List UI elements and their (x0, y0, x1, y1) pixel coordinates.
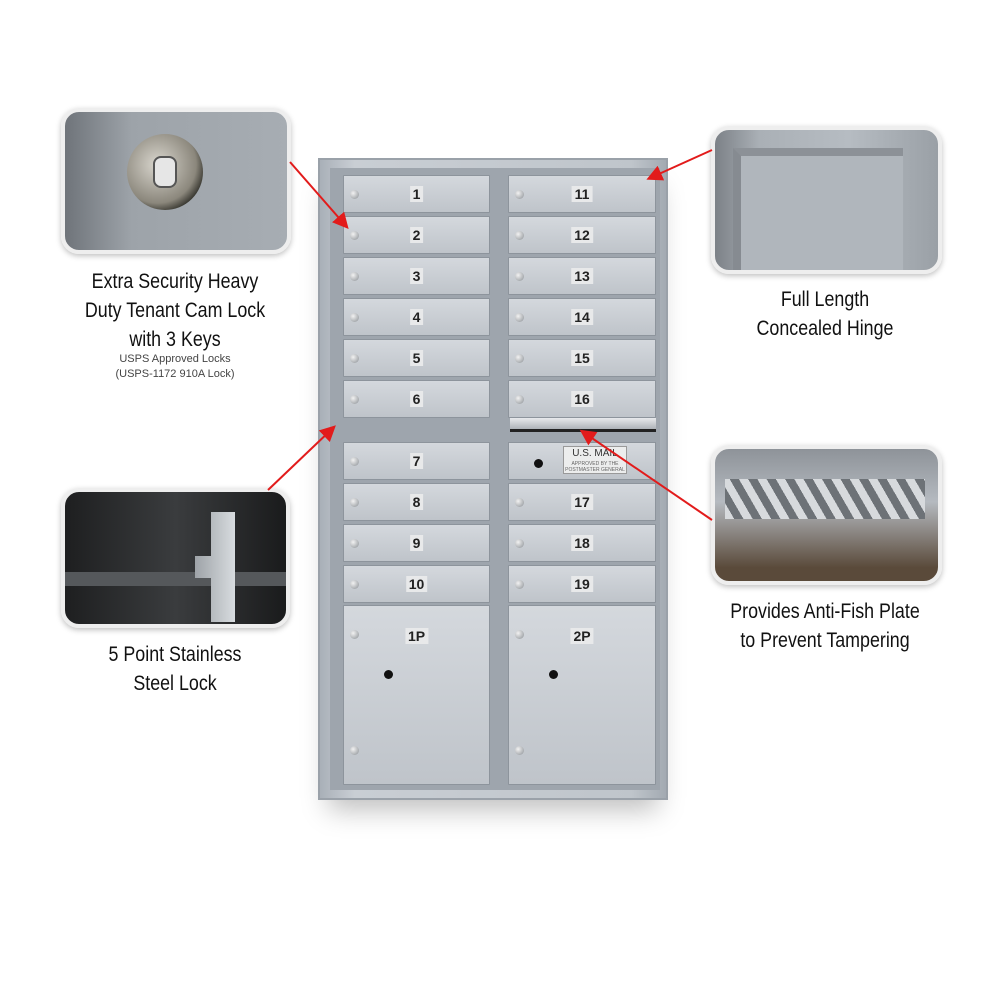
us-mail-plate: U.S. MAIL APPROVED BY THE POSTMASTER GEN… (563, 446, 627, 474)
mailbox-door[interactable]: 11 (508, 175, 656, 213)
mailbox-door[interactable]: 13 (508, 257, 656, 295)
door-number: 9 (409, 535, 424, 551)
lock-icon (350, 457, 359, 466)
door-number: 19 (571, 576, 593, 592)
mailbox-door[interactable]: 10 (343, 565, 490, 603)
mailbox-door[interactable]: 1P (343, 605, 490, 785)
lock-icon (350, 580, 359, 589)
keyhole-icon (549, 670, 558, 679)
door-number: 6 (409, 391, 424, 407)
door-number: 8 (409, 494, 424, 510)
door-number: 13 (571, 268, 593, 284)
lock-icon (515, 630, 524, 639)
lock-icon (515, 395, 524, 404)
lock-icon (350, 539, 359, 548)
lock-icon (515, 231, 524, 240)
mailbox-door[interactable]: 7 (343, 442, 490, 480)
lock-icon (350, 231, 359, 240)
mailbox-door[interactable]: 19 (508, 565, 656, 603)
door-number: 18 (571, 535, 593, 551)
lock-icon (350, 395, 359, 404)
mailbox-door[interactable]: 3 (343, 257, 490, 295)
mailbox-door[interactable]: 9 (343, 524, 490, 562)
lock-icon (515, 313, 524, 322)
door-number: 10 (405, 576, 428, 592)
mailbox-door[interactable]: 14 (508, 298, 656, 336)
door-number: 16 (571, 391, 593, 407)
door-number: 17 (571, 494, 593, 510)
lock-icon (515, 272, 524, 281)
hinge-photo (711, 126, 942, 274)
door-number: 2 (409, 227, 424, 243)
lock-icon (350, 272, 359, 281)
plate-fine-print: APPROVED BY THE POSTMASTER GENERAL (565, 461, 625, 473)
anti-fish-photo (711, 445, 942, 585)
lock-icon (350, 190, 359, 199)
plate-title: U.S. MAIL (572, 448, 618, 459)
door-number: 1 (409, 186, 424, 202)
door-number: 4 (409, 309, 424, 325)
lock-icon (515, 746, 524, 755)
door-number: 3 (409, 268, 424, 284)
mailbox-door[interactable]: 12 (508, 216, 656, 254)
anti-fish-plate-icon (725, 479, 925, 519)
door-number: 12 (571, 227, 593, 243)
door-number: 14 (571, 309, 593, 325)
mailbox-door[interactable]: 15 (508, 339, 656, 377)
lock-icon (515, 498, 524, 507)
lock-icon (350, 313, 359, 322)
mailbox-door[interactable]: 17 (508, 483, 656, 521)
mailbox-door[interactable]: 16 (508, 380, 656, 418)
keyhole-icon (384, 670, 393, 679)
cam-lock-subtitle: USPS Approved Locks(USPS-1172 910A Lock) (115, 353, 235, 380)
mailbox-door[interactable]: 1 (343, 175, 490, 213)
lock-icon (515, 354, 524, 363)
stainless-lock-photo (61, 488, 290, 628)
door-number: 7 (409, 453, 424, 469)
lock-icon (350, 354, 359, 363)
mailbox-door[interactable]: 8 (343, 483, 490, 521)
mailbox-door[interactable]: 6 (343, 380, 490, 418)
door-number: 11 (571, 186, 593, 202)
door-number: 2P (570, 628, 594, 644)
door-number: 15 (571, 350, 593, 366)
lock-icon (515, 190, 524, 199)
cam-lock-photo (61, 108, 291, 254)
lock-icon (515, 539, 524, 548)
mailbox-door[interactable]: 18 (508, 524, 656, 562)
mailbox-door[interactable]: 4 (343, 298, 490, 336)
lock-icon (350, 630, 359, 639)
lock-icon (515, 580, 524, 589)
lock-icon (350, 746, 359, 755)
outgoing-mail-slot (510, 418, 656, 432)
latch-icon (195, 512, 235, 622)
door-number: 1P (404, 628, 429, 644)
keyhole-icon (534, 459, 543, 468)
cam-lock-icon (127, 134, 203, 210)
mailbox-door[interactable]: 5 (343, 339, 490, 377)
mailbox-door[interactable]: 2 (343, 216, 490, 254)
mailbox-door[interactable]: 2P (508, 605, 656, 785)
door-number: 5 (409, 350, 424, 366)
lock-icon (350, 498, 359, 507)
